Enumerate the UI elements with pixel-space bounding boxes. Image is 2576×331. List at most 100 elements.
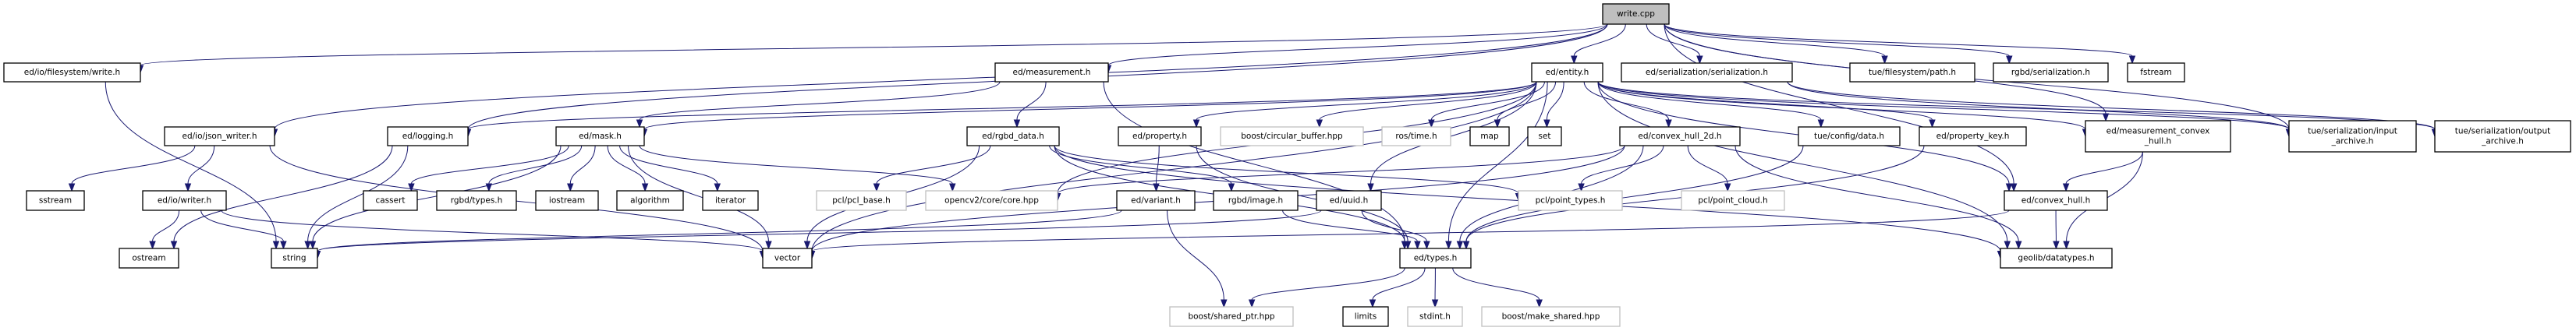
node-box [119,248,179,269]
node-box [1399,248,1472,269]
node-ed-measurement-h[interactable]: ed/measurement.h [994,62,1109,83]
edge-property-to-types [1196,145,1412,250]
edge-write_cpp-to-entity [1571,23,1626,65]
node-rgbd-types-h[interactable]: rgbd/types.h [436,190,517,211]
arrowhead-icon [1423,241,1430,250]
node-ed-convex-hull-h[interactable]: ed/convex_hull.h [2004,190,2108,211]
node-ed-io-json-writer-h[interactable]: ed/io/json_writer.h [164,126,275,146]
node-iterator[interactable]: iterator [702,190,759,211]
node-label: iostream [549,196,585,206]
node-tue-config-data-h[interactable]: tue/config/data.h [1798,126,1901,146]
node-box [1342,306,1389,327]
node-label: _archive.h [2331,137,2374,146]
node-ed-property-key-h[interactable]: ed/property_key.h [1919,126,2027,146]
node-label: set [1538,132,1550,141]
node-algorithm[interactable]: algorithm [616,190,684,211]
edge-mask-to-string [309,145,562,250]
node-boost-circular-buffer-hpp[interactable]: boost/circular_buffer.hpp [1220,126,1364,146]
arrowhead-icon [1192,119,1200,129]
node-ed-mask-h[interactable]: ed/mask.h [555,126,645,146]
arrowhead-icon [1367,183,1374,192]
edge-io_writer-to-string [200,210,287,250]
node-fstream[interactable]: fstream [2127,62,2185,83]
arrowhead-icon [1696,55,1703,65]
node-pcl-point-types-h[interactable]: pcl/point_types.h [1518,190,1623,211]
node-ed-variant-h[interactable]: ed/variant.h [1116,190,1196,211]
edge-line [1196,81,1537,121]
node-limits[interactable]: limits [1342,306,1389,327]
node-boost-make-shared-hpp[interactable]: boost/make_shared.hpp [1481,306,1621,327]
node-rgbd-serialization-h[interactable]: rgbd/serialization.h [1993,62,2109,83]
arrowhead-icon [2004,241,2011,250]
edge-write_cpp-to-fstream [1664,23,2136,65]
node-ros-time-h[interactable]: ros/time.h [1381,126,1451,146]
arrowhead-icon [873,183,881,192]
node-ed-rgbd-data-h[interactable]: ed/rgbd_data.h [966,126,1060,146]
edge-line [488,145,583,185]
node-label: sstream [39,196,72,206]
node-box [164,126,275,146]
arrowhead-icon [304,241,311,250]
node-ed-serialization-serialization-h[interactable]: ed/serialization/serialization.h [1621,62,1793,83]
node-geolib-datatypes-h[interactable]: geolib/datatypes.h [2000,248,2113,269]
edge-line [187,145,215,185]
node-ed-property-h[interactable]: ed/property.h [1118,126,1202,146]
node-pcl-point-cloud-h[interactable]: pcl/point_cloud.h [1681,190,1785,211]
arrowhead-icon [68,183,76,192]
node-pcl-pcl-base-h[interactable]: pcl/pcl_base.h [816,190,907,211]
node-box [1621,62,1793,83]
node-ed-entity-h[interactable]: ed/entity.h [1531,62,1603,83]
node-stdint-h[interactable]: stdint.h [1407,306,1463,327]
node-tue-filesystem-path-h[interactable]: tue/filesystem/path.h [1849,62,1975,83]
arrowhead-icon [949,183,956,192]
node-label: pcl/point_types.h [1536,196,1606,206]
node-boost-shared-ptr-hpp[interactable]: boost/shared_ptr.hpp [1169,306,1294,327]
node-box [1118,126,1202,146]
edge-line [1057,145,1625,194]
arrowhead-icon [2053,241,2060,250]
node-label: pcl/pcl_base.h [832,196,891,206]
edge-mask-to-cassert [408,145,569,192]
node-iostream[interactable]: iostream [535,190,599,211]
edge-line [1687,145,1728,185]
edge-mask-to-vector [628,145,772,250]
edge-line [1734,145,2019,242]
node-ostream[interactable]: ostream [119,248,179,269]
edge-line [105,81,277,242]
node-label: _archive.h [2481,137,2524,146]
node-label: ros/time.h [1395,132,1437,141]
node-tue-serialization-output-archive-h[interactable]: tue/serialization/output_archive.h [2434,120,2571,153]
node-string[interactable]: string [271,248,318,269]
node-ed-convex-hull-2d-h[interactable]: ed/convex_hull_2d.h [1619,126,1741,146]
node-ed-uuid-h[interactable]: ed/uuid.h [1316,190,1382,211]
node-box [3,62,141,83]
node-sstream[interactable]: sstream [26,190,85,211]
node-map[interactable]: map [1469,126,1510,146]
node-rgbd-image-h[interactable]: rgbd/image.h [1213,190,1299,211]
node-cassert[interactable]: cassert [363,190,418,211]
edge-line [221,210,764,252]
arrowhead-icon [2062,183,2070,192]
arrowhead-icon [2128,55,2136,65]
node-vector[interactable]: vector [762,248,813,269]
arrowhead-icon [280,241,287,250]
node-ed-logging-h[interactable]: ed/logging.h [387,126,469,146]
node-box [2434,120,2571,153]
arrowhead-icon [2015,241,2022,250]
node-box [1381,126,1451,146]
node-box [1481,306,1621,327]
edge-line [1583,81,1670,121]
node-opencv2-core-core-hpp[interactable]: opencv2/core/core.hpp [925,190,1058,211]
arrowhead-icon [1445,241,1452,250]
node-box [1919,126,2027,146]
edge-entity-to-tue_config [1597,81,1825,129]
node-ed-io-filesystem-write-h[interactable]: ed/io/filesystem/write.h [3,62,141,83]
node-ed-types-h[interactable]: ed/types.h [1399,248,1472,269]
node-box [2127,62,2185,83]
arrowhead-icon [184,183,192,192]
node-set[interactable]: set [1527,126,1562,146]
node-ed-measurement-convex-hull-h[interactable]: ed/measurement_convex_hull.h [2085,120,2231,153]
node-write-cpp[interactable]: write.cpp [1602,3,1670,25]
node-tue-serialization-input-archive-h[interactable]: tue/serialization/input_archive.h [2288,120,2417,153]
node-ed-io-writer-h[interactable]: ed/io/writer.h [142,190,227,211]
